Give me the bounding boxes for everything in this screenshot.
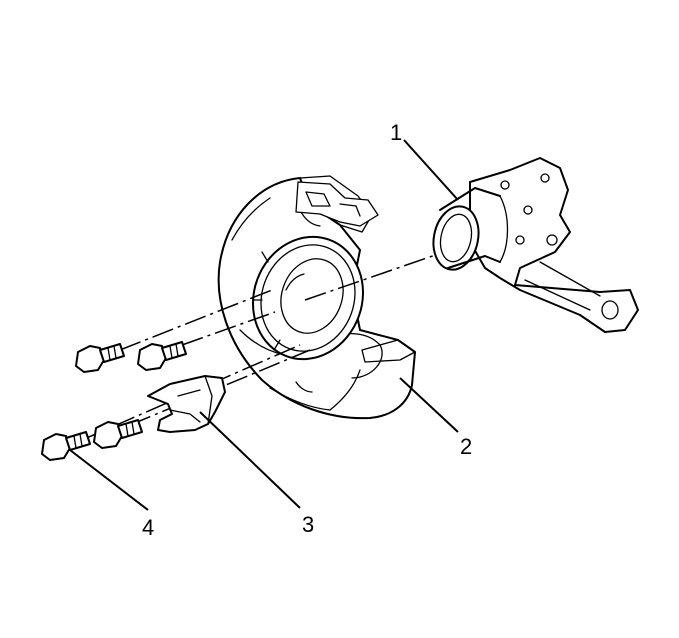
- callout-1: 1: [390, 120, 402, 145]
- lower-bolt-left: [41, 431, 91, 461]
- bolt-guide-upper: [119, 289, 273, 351]
- axle-centerline: [304, 249, 451, 301]
- leader-4: [69, 449, 149, 511]
- leader-2: [399, 377, 459, 433]
- lower-bolt-right: [93, 419, 143, 449]
- upper-bolt-left: [75, 343, 125, 373]
- leader-3: [199, 411, 301, 509]
- bolt-guide-middle: [181, 311, 276, 346]
- hub-flange: [252, 235, 364, 361]
- callout-2: 2: [460, 434, 472, 459]
- callout-3: 3: [302, 512, 314, 537]
- upper-bolt-right: [137, 341, 187, 371]
- leader-1: [403, 139, 459, 201]
- callout-4: 4: [142, 515, 154, 540]
- steering-knuckle: [432, 157, 639, 333]
